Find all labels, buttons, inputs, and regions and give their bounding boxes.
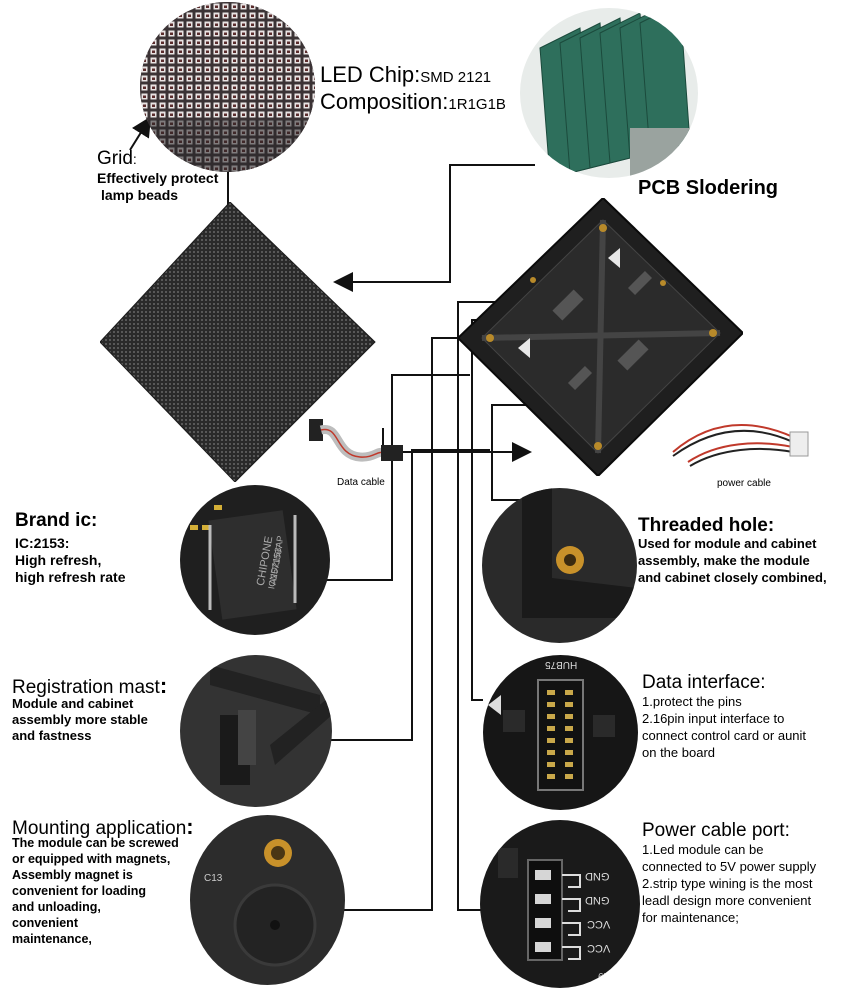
- brand-ic-title: Brand ic:: [15, 510, 98, 531]
- led-chip-label: LED Chip:: [320, 62, 421, 87]
- mounting-application-title: Mounting application:: [12, 814, 194, 839]
- led-module-back-image: [456, 196, 745, 478]
- registration-mast-image: [180, 655, 332, 807]
- registration-mast-desc-2: assembly more stable: [12, 712, 148, 727]
- registration-mast-title: Registration mast:: [12, 673, 168, 698]
- led-chip-closeup-image: [140, 2, 315, 172]
- pcb-connector-line: [333, 164, 535, 292]
- mounting-desc-6: convenient: [12, 916, 78, 930]
- mounting-desc-5: and unloading,: [12, 900, 101, 914]
- power-cable-image: [668, 412, 818, 467]
- pin-label-gnd-1: GND: [585, 870, 610, 882]
- led-module-front-image: [99, 201, 380, 483]
- pcb-soldering-image: [520, 8, 698, 178]
- composition-value: 1R1G1B: [448, 96, 506, 113]
- registration-mast-desc-3: and fastness: [12, 728, 92, 743]
- hub75-label: HUB75: [545, 659, 578, 670]
- data-interface-image: HUB75: [483, 655, 638, 810]
- mounting-application-image: C13: [190, 815, 345, 985]
- brand-ic-desc-2: High refresh,: [15, 552, 102, 568]
- mounting-desc-2: or equipped with magnets,: [12, 852, 171, 866]
- brand-ic-desc-3: high refresh rate: [15, 569, 126, 585]
- data-interface-desc-1: 1.protect the pins: [642, 694, 742, 709]
- mounting-desc-7: maintenance,: [12, 932, 92, 946]
- data-interface-desc-4: on the board: [642, 745, 716, 760]
- registration-mast-desc-1: Module and cabinet: [12, 696, 134, 711]
- composition-label: Composition:: [320, 89, 449, 114]
- brand-ic-image: CHIPONE ICND2153AP A2571587: [180, 485, 330, 635]
- data-interface-desc-3: connect control card or aunit: [642, 728, 807, 743]
- mounting-connector-line: [342, 337, 475, 911]
- led-chip-value: SMD 2121: [420, 69, 492, 86]
- data-interface-desc-2: 2.16pin input interface to: [642, 711, 785, 726]
- mounting-desc-3: Assembly magnet is: [12, 868, 133, 882]
- mounting-desc-1: The module can be screwed: [12, 836, 179, 850]
- grid-desc-2: lamp beads: [101, 187, 179, 203]
- c19-label: C19: [598, 970, 617, 981]
- grid-pointer-line: [129, 116, 152, 151]
- pin-label-vcc-1: VCC: [587, 918, 611, 930]
- grid-desc-1: Effectively protect: [97, 170, 219, 186]
- threaded-hole-desc-1: Used for module and cabinet: [638, 536, 817, 551]
- led-chip-text: LED Chip:SMD 2121: [320, 62, 491, 88]
- led-grid-pattern: [140, 2, 315, 172]
- power-cable-label: power cable: [717, 478, 771, 489]
- power-port-desc-3: 2.strip type wining is the most: [642, 876, 813, 891]
- power-port-desc-1: 1.Led module can be: [642, 842, 764, 857]
- power-port-desc-4: leadl design more convenient: [642, 893, 812, 908]
- composition-text: Composition:1R1G1B: [320, 89, 506, 115]
- pin-label-gnd-2: GND: [585, 894, 610, 906]
- data-interface-title: Data interface:: [642, 672, 766, 693]
- registration-connector-line: [310, 449, 490, 741]
- threaded-hole-title: Threaded hole:: [638, 515, 775, 536]
- power-port-desc-5: for maintenance;: [642, 910, 739, 925]
- brand-ic-desc-1: IC:2153:: [15, 535, 70, 551]
- pcb-fins-graphic: [539, 8, 698, 178]
- data-cable-label: Data cable: [337, 477, 385, 488]
- mounting-desc-4: convenient for loading: [12, 884, 147, 898]
- threaded-hole-image: [482, 488, 637, 643]
- power-port-desc-2: connected to 5V power supply: [642, 859, 817, 874]
- data-cable-image: [305, 415, 410, 475]
- pcb-soldering-label: PCB Slodering: [638, 177, 779, 199]
- c13-label: C13: [204, 873, 223, 884]
- threaded-hole-desc-3: and cabinet closely combined,: [638, 570, 827, 585]
- grid-title: Grid:: [97, 148, 137, 169]
- power-cable-port-image: GND GND VCC VCC C19: [480, 820, 640, 988]
- pin-label-vcc-2: VCC: [587, 942, 611, 954]
- power-cable-port-title: Power cable port:: [642, 820, 790, 841]
- threaded-hole-desc-2: assembly, make the module: [638, 553, 810, 568]
